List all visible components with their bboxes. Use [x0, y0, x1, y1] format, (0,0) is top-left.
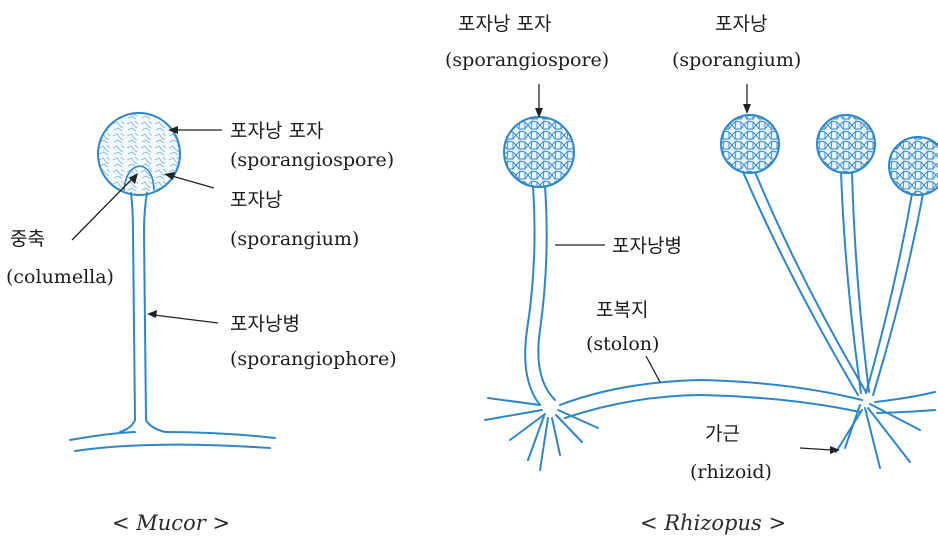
rhizopus-rhizoid-left — [485, 398, 598, 470]
rhizopus-rhizoid-label-en: (rhizoid) — [690, 461, 772, 483]
rhizopus-sporangiospore-label-en: (sporangiospore) — [445, 49, 609, 71]
rhizopus-sporangium-label-en: (sporangium) — [672, 49, 801, 71]
mucor-columella-label-en: (columella) — [6, 266, 114, 288]
mucor-sporangiospore-label-ko: 포자낭 포자 — [230, 120, 323, 142]
mucor-sporangiospore-pointer — [168, 126, 222, 134]
rhizopus-rhizoid-label-ko: 가근 — [705, 423, 740, 445]
rhizopus-sporangiophore-1 — [525, 186, 555, 405]
rhizopus-sporangium-3 — [817, 115, 875, 173]
rhizopus-sporangium-label-ko: 포자낭 — [715, 13, 767, 35]
rhizopus-sporangiophore-4 — [866, 194, 923, 395]
rhizopus-sporangiophore-3 — [841, 172, 869, 393]
mucor-sporangium — [98, 113, 180, 195]
rhizopus-sporangiophore-label-ko: 포자낭병 — [612, 235, 682, 257]
rhizopus-sporangium-pointer — [743, 84, 751, 114]
mucor-columella-pointer — [72, 173, 138, 240]
rhizopus-figure: 포자낭 포자 (sporangiospore) 포자낭 (sporangium)… — [445, 13, 938, 535]
mucor-base-hypha — [70, 432, 275, 440]
rhizopus-stolon-label-en: (stolon) — [586, 333, 659, 355]
mucor-sporangiophore-label-en: (sporangiophore) — [230, 348, 397, 370]
rhizopus-sporangiospore-label-ko: 포자낭 포자 — [458, 13, 551, 35]
rhizopus-sporangiospore-pointer — [535, 84, 543, 118]
rhizopus-stolon-right — [875, 392, 935, 413]
mucor-sporangium-label-en: (sporangium) — [230, 228, 359, 250]
rhizopus-sporangium-4 — [889, 137, 938, 195]
mucor-sporangiophore — [120, 193, 165, 432]
rhizopus-caption: < Rhizopus > — [640, 511, 786, 535]
mucor-sporangiophore-pointer — [147, 310, 218, 323]
mucor-sporangium-label-ko: 포자낭 — [230, 189, 282, 211]
mucor-figure: 포자낭 포자 (sporangiospore) 포자낭 (sporangium)… — [6, 113, 397, 535]
mucor-sporangiophore-label-ko: 포자낭병 — [230, 313, 300, 335]
rhizopus-sporangium-1 — [504, 117, 574, 187]
rhizopus-stolon-pointer — [646, 356, 660, 382]
rhizopus-stolon-label-ko: 포복지 — [596, 299, 648, 321]
rhizopus-stolon — [560, 380, 862, 418]
mucor-caption: < Mucor > — [112, 511, 230, 535]
rhizopus-rhizoid-pointer — [800, 446, 840, 454]
rhizopus-sporangium-2 — [721, 115, 779, 173]
mucor-columella-label-ko: 중축 — [10, 228, 45, 250]
mucor-base-hypha-lower — [75, 445, 270, 451]
mucor-sporangiospore-label-en: (sporangiospore) — [230, 149, 394, 171]
